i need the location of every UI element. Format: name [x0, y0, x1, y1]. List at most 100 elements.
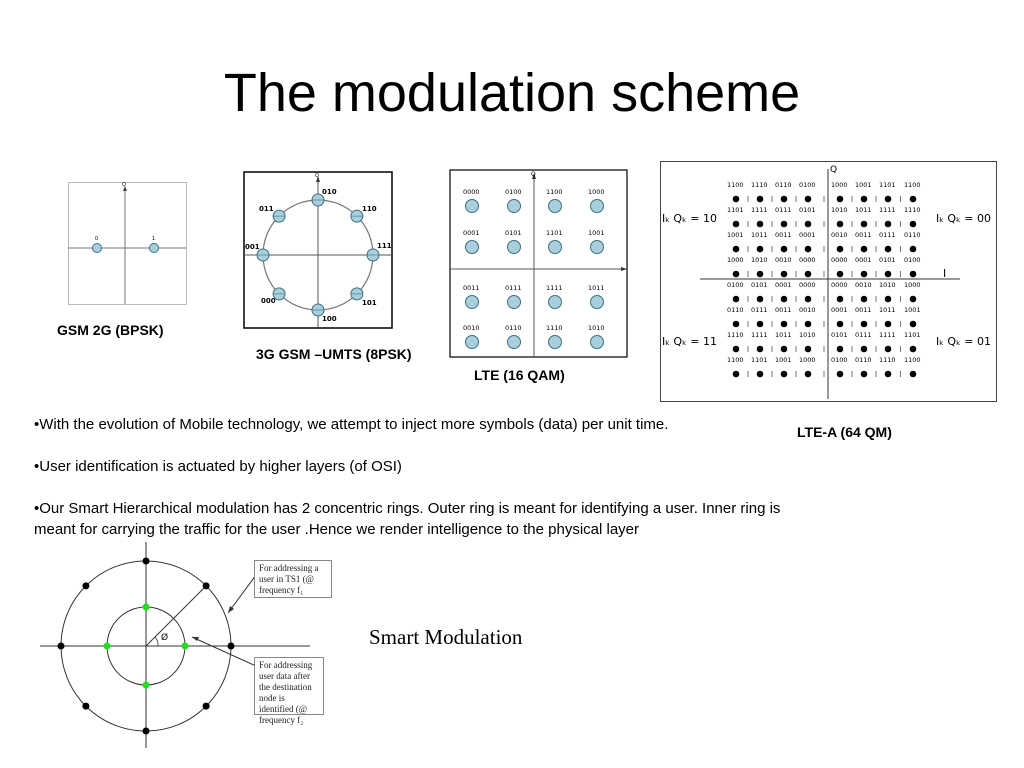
smart-outer-point — [227, 642, 235, 650]
qam64-point-0110 — [780, 195, 788, 203]
bpsk-constellation: Q 0 1 — [68, 182, 187, 305]
qam64-label-0010: 0010 — [775, 256, 792, 264]
smart-inner-point — [142, 603, 150, 611]
qam16-point-0010 — [465, 335, 479, 349]
qam16-label-0001: 0001 — [463, 229, 480, 237]
qam16-label-0101: 0101 — [505, 229, 522, 237]
qam64-point-0000 — [836, 270, 844, 278]
qam16-label-0011: 0011 — [463, 284, 480, 292]
psk8-label-110: 110 — [362, 205, 377, 213]
qam64-point-1111 — [884, 220, 892, 228]
qam64-label-0001: 0001 — [855, 256, 872, 264]
qam16-label-1111: 1111 — [546, 284, 563, 292]
qam64-label-0101: 0101 — [799, 206, 816, 214]
qam64-point-1010 — [804, 345, 812, 353]
smart-inner-point — [181, 642, 189, 650]
qam64-label-0011: 0011 — [775, 231, 792, 239]
qam64-point-1100 — [732, 195, 740, 203]
qam64-point-1101 — [732, 220, 740, 228]
smart-radius-line — [145, 585, 207, 647]
qam64-quadrant-label-00: Iₖ Qₖ = 00 — [936, 212, 991, 225]
psk8-label-011: 011 — [259, 205, 274, 213]
qam64-label-0000: 0000 — [799, 281, 816, 289]
qam16-label-1100: 1100 — [546, 188, 563, 196]
caption-bpsk: GSM 2G (BPSK) — [57, 322, 164, 338]
qam64-point-0011 — [860, 320, 868, 328]
psk8-label-111: 111 — [377, 242, 392, 250]
qam64-label-1001: 1001 — [775, 356, 792, 364]
bpsk-q-label: Q — [122, 182, 126, 188]
qam64-point-1100 — [909, 195, 917, 203]
qam64-point-0010 — [804, 320, 812, 328]
psk8-label-101: 101 — [362, 299, 377, 307]
qam64-label-1000: 1000 — [799, 356, 816, 364]
qam64-point-0111 — [860, 345, 868, 353]
qam64-point-0011 — [780, 245, 788, 253]
qam64-point-0101 — [836, 345, 844, 353]
qam64-point-0001 — [804, 245, 812, 253]
qam64-point-1011 — [884, 320, 892, 328]
qam64-label-0000: 0000 — [799, 256, 816, 264]
qam64-label-1100: 1100 — [727, 356, 744, 364]
qam64-point-0110 — [732, 320, 740, 328]
qam16-point-0111 — [507, 295, 521, 309]
smart-outer-point — [82, 582, 90, 590]
qam16-i-arrow-icon — [621, 267, 627, 271]
qam16-label-0111: 0111 — [505, 284, 522, 292]
note-inner-ring: For addressing user data after the desti… — [254, 657, 324, 725]
smart-outer-point — [142, 557, 150, 565]
qam64-point-0011 — [860, 245, 868, 253]
qam64-point-1000 — [909, 295, 917, 303]
qam16-label-1110: 1110 — [546, 324, 563, 332]
qam64-label-1011: 1011 — [855, 206, 872, 214]
psk8-q-label: Q — [315, 173, 319, 179]
qam16-label-0000: 0000 — [463, 188, 480, 196]
qam64-quadrant-label-01: Iₖ Qₖ = 01 — [936, 335, 991, 348]
qam64-point-0000 — [804, 270, 812, 278]
qam64-point-0100 — [836, 370, 844, 378]
qam64-label-1111: 1111 — [879, 206, 896, 214]
qam64-label-1011: 1011 — [775, 331, 792, 339]
qam64-label-1010: 1010 — [799, 331, 816, 339]
qam64-label-0111: 0111 — [879, 231, 896, 239]
qam64-point-0000 — [836, 295, 844, 303]
qam64-label-1101: 1101 — [904, 331, 921, 339]
qam64-label-1101: 1101 — [879, 181, 896, 189]
qam64-label-0101: 0101 — [751, 281, 768, 289]
caption-qam16: LTE (16 QAM) — [474, 367, 565, 383]
smart-angle-arc — [154, 636, 159, 647]
qam64-point-0001 — [780, 295, 788, 303]
qam16-label-1101: 1101 — [546, 229, 563, 237]
qam64-label-0000: 0000 — [831, 281, 848, 289]
qam64-point-1001 — [780, 370, 788, 378]
psk8-label-000: 000 — [261, 297, 276, 305]
qam64-label-1111: 1111 — [751, 331, 768, 339]
smart-outer-point — [57, 642, 65, 650]
qam64-label-0110: 0110 — [727, 306, 744, 314]
qam64-label-1000: 1000 — [727, 256, 744, 264]
smart-pointer-outer-arrow-icon — [228, 606, 234, 613]
qam64-label-1010: 1010 — [751, 256, 768, 264]
qam16-label-1000: 1000 — [588, 188, 605, 196]
bpsk-point-1 — [149, 243, 159, 253]
qam64-point-1010 — [884, 295, 892, 303]
qam16-point-1001 — [590, 240, 604, 254]
bpsk-q-arrow-icon — [123, 186, 127, 191]
qam64-point-1110 — [732, 345, 740, 353]
qam64-label-1100: 1100 — [727, 181, 744, 189]
qam64-point-0100 — [804, 195, 812, 203]
qam64-label-1001: 1001 — [727, 231, 744, 239]
qam64-point-1101 — [909, 345, 917, 353]
bpsk-point-0 — [92, 243, 102, 253]
qam16-point-0110 — [507, 335, 521, 349]
qam64-i-label: I — [943, 267, 946, 280]
qam64-point-1011 — [860, 220, 868, 228]
qam64-label-0011: 0011 — [855, 306, 872, 314]
qam64-point-1000 — [804, 370, 812, 378]
smart-modulation-label: Smart Modulation — [369, 625, 523, 649]
smart-inner-point — [103, 642, 111, 650]
qam64-label-0011: 0011 — [855, 231, 872, 239]
qam64-point-0110 — [909, 245, 917, 253]
qam16-label-1011: 1011 — [588, 284, 605, 292]
